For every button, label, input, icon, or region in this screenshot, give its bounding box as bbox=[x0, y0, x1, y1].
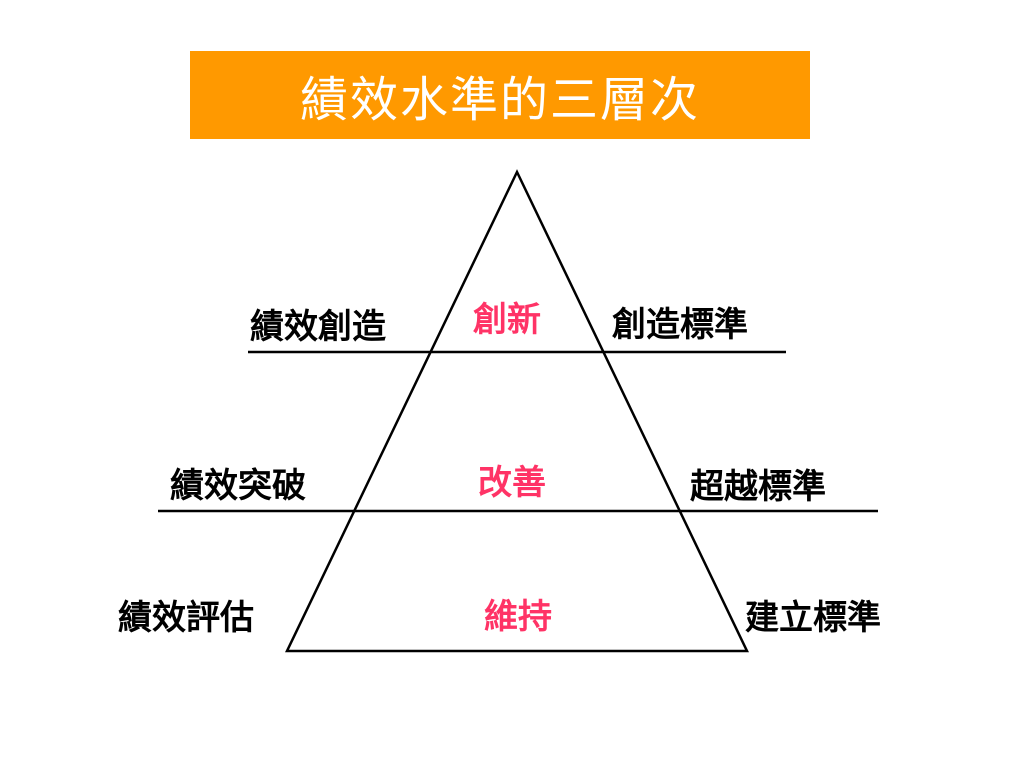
page-title: 績效水準的三層次 bbox=[299, 72, 700, 128]
level-3-right-label: 建立標準 bbox=[745, 598, 881, 638]
level-2-right-label: 超越標準 bbox=[690, 467, 826, 507]
level-2-left-label: 績效突破 bbox=[170, 466, 306, 506]
level-3-middle-label: 維持 bbox=[484, 597, 552, 637]
level-1-left-label: 績效創造 bbox=[250, 307, 386, 347]
level-1-right-label: 創造標準 bbox=[612, 305, 748, 345]
level-2-middle-label: 改善 bbox=[478, 463, 546, 503]
level-1-middle-label: 創新 bbox=[473, 300, 541, 340]
level-3-left-label: 績效評估 bbox=[118, 598, 254, 638]
title-banner: 績效水準的三層次 bbox=[190, 51, 810, 139]
pyramid-triangle bbox=[285, 169, 749, 653]
